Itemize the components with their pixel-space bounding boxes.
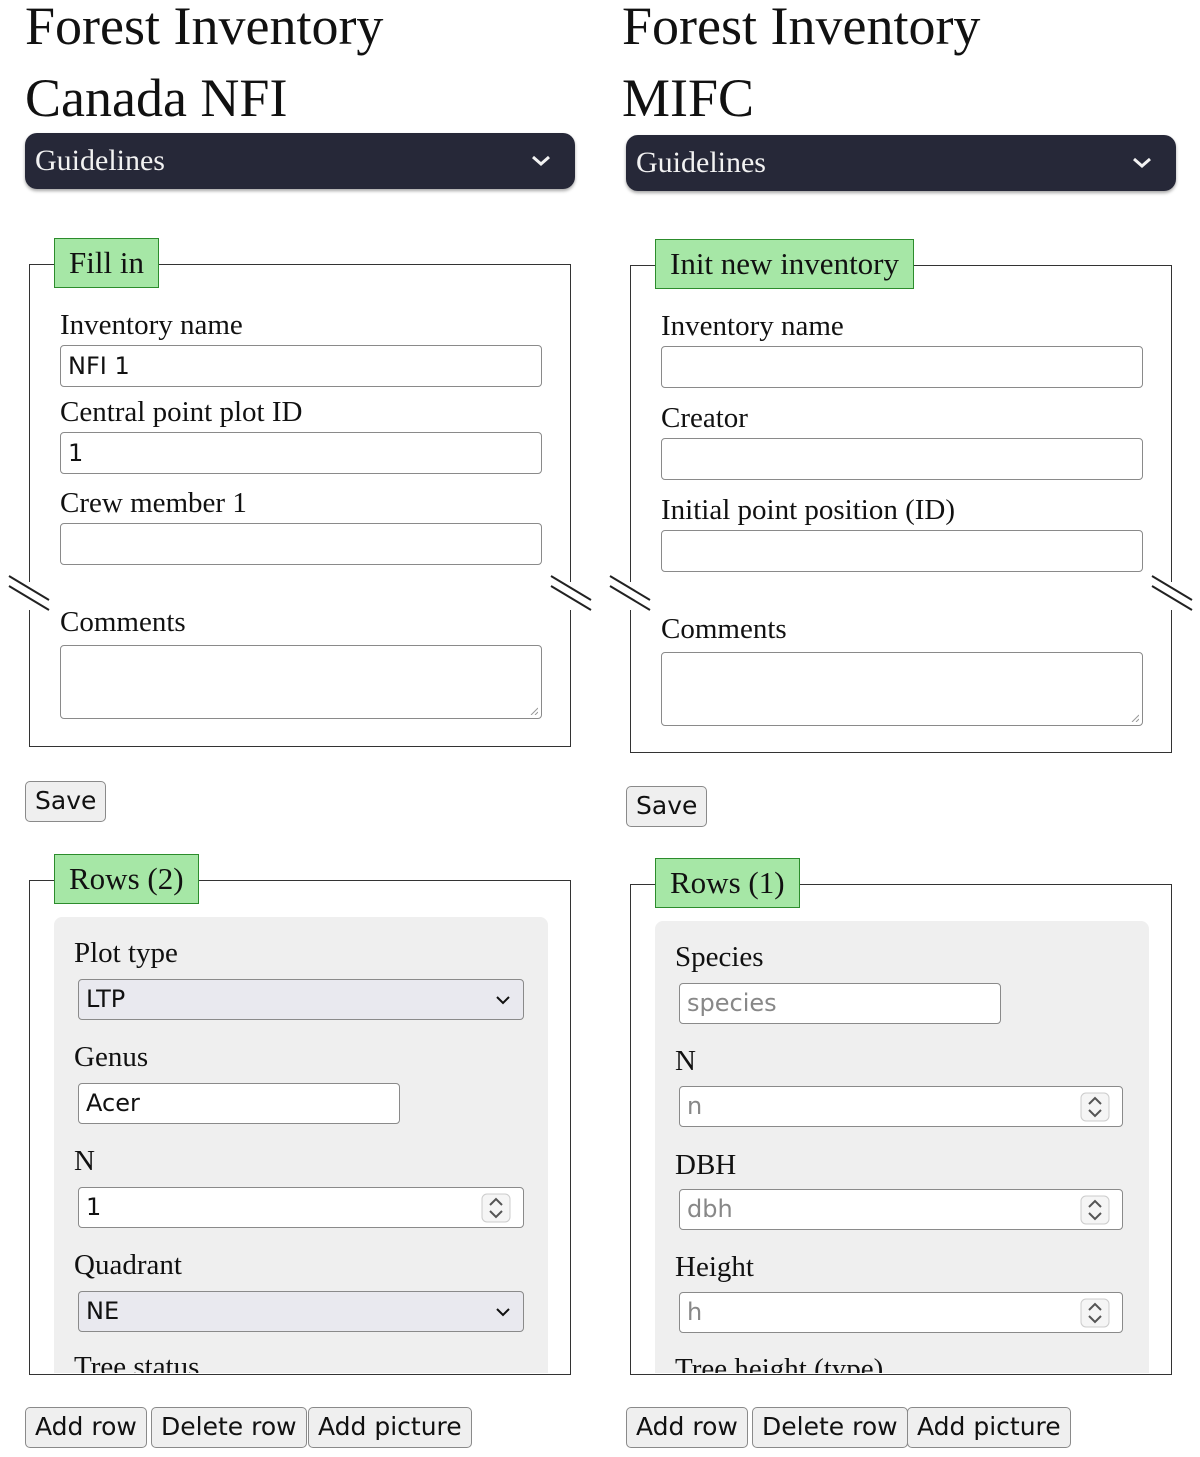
comments-label: Comments: [60, 606, 186, 638]
quadrant-label: Quadrant: [74, 1249, 182, 1281]
height-placeholder: h: [687, 1298, 703, 1326]
n-number-input[interactable]: 1: [78, 1187, 524, 1228]
dbh-label: DBH: [675, 1149, 737, 1181]
mifc-panel: Forest Inventory MIFC Guidelines Init ne…: [609, 0, 1193, 1457]
add-row-button[interactable]: Add row: [25, 1407, 147, 1448]
title-line-1: Forest Inventory: [622, 0, 981, 56]
spinner-icon[interactable]: [1080, 1092, 1110, 1122]
rows-section: Rows (2) Plot type LTP Genus Acer N 1 Qu…: [29, 854, 571, 1375]
creator-label: Creator: [661, 402, 748, 434]
guidelines-dropdown[interactable]: Guidelines: [626, 135, 1176, 191]
resize-handle-icon[interactable]: [1131, 714, 1139, 722]
break-mark-icon: [8, 575, 50, 611]
n-label: N: [675, 1045, 696, 1077]
row-card: Plot type LTP Genus Acer N 1 Quadrant NE: [54, 917, 548, 1373]
form-legend: Init new inventory: [655, 239, 915, 289]
inventory-name-label: Inventory name: [661, 310, 844, 342]
dbh-number-input[interactable]: dbh: [679, 1189, 1123, 1230]
tree-height-type-label: Tree height (type): [675, 1353, 884, 1373]
quadrant-value: NE: [86, 1297, 120, 1325]
chevron-down-icon: [496, 1308, 510, 1317]
add-picture-button[interactable]: Add picture: [907, 1407, 1071, 1448]
break-mark-icon: [1151, 575, 1193, 611]
page-title: Forest Inventory MIFC: [622, 0, 980, 134]
resize-handle-icon[interactable]: [530, 707, 538, 715]
tree-status-label: Tree status: [74, 1351, 200, 1373]
genus-label: Genus: [74, 1041, 149, 1073]
title-line-1: Forest Inventory: [25, 0, 384, 56]
n-label: N: [74, 1145, 95, 1177]
inventory-form: Fill in Inventory name NFI 1 Central poi…: [29, 238, 571, 747]
spinner-icon[interactable]: [1080, 1298, 1110, 1328]
crew-member-input[interactable]: [60, 523, 542, 565]
crew-member-label: Crew member 1: [60, 487, 247, 519]
height-label: Height: [675, 1251, 754, 1283]
break-mark-icon: [609, 575, 651, 611]
inventory-name-input[interactable]: [661, 346, 1143, 388]
plot-id-label: Central point plot ID: [60, 396, 303, 428]
plot-type-select[interactable]: LTP: [78, 979, 524, 1020]
comments-textarea[interactable]: [661, 652, 1143, 726]
spinner-icon[interactable]: [481, 1193, 511, 1223]
row-card: Species species N n DBH dbh Height h Tr: [655, 921, 1149, 1373]
add-row-button[interactable]: Add row: [626, 1407, 748, 1448]
plot-type-label: Plot type: [74, 937, 178, 969]
inventory-form: Init new inventory Inventory name Creato…: [630, 239, 1172, 753]
spinner-icon[interactable]: [1080, 1195, 1110, 1225]
comments-textarea[interactable]: [60, 645, 542, 719]
delete-row-button[interactable]: Delete row: [151, 1407, 307, 1448]
rows-legend: Rows (2): [54, 854, 199, 904]
save-button[interactable]: Save: [626, 786, 708, 827]
n-number-input[interactable]: n: [679, 1086, 1123, 1127]
add-picture-button[interactable]: Add picture: [308, 1407, 472, 1448]
chevron-down-icon: [532, 155, 550, 166]
plot-id-input[interactable]: 1: [60, 432, 542, 474]
rows-legend: Rows (1): [655, 858, 800, 908]
guidelines-label: Guidelines: [35, 144, 165, 177]
initial-point-input[interactable]: [661, 530, 1143, 572]
n-placeholder: n: [687, 1092, 703, 1120]
guidelines-label: Guidelines: [636, 146, 766, 179]
species-label: Species: [675, 941, 764, 973]
comments-label: Comments: [661, 613, 787, 645]
inventory-name-input[interactable]: NFI 1: [60, 345, 542, 387]
chevron-down-icon: [496, 996, 510, 1005]
initial-point-label: Initial point position (ID): [661, 494, 955, 526]
inventory-name-label: Inventory name: [60, 309, 243, 341]
nfi-panel: Forest Inventory Canada NFI Guidelines F…: [8, 0, 592, 1457]
delete-row-button[interactable]: Delete row: [752, 1407, 908, 1448]
guidelines-dropdown[interactable]: Guidelines: [25, 133, 575, 189]
n-value: 1: [86, 1193, 102, 1221]
title-line-2: Canada NFI: [25, 68, 288, 128]
species-input[interactable]: species: [679, 983, 1001, 1024]
rows-section: Rows (1) Species species N n DBH dbh Hei…: [630, 858, 1172, 1375]
height-number-input[interactable]: h: [679, 1292, 1123, 1333]
chevron-down-icon: [1133, 157, 1151, 168]
plot-type-value: LTP: [86, 985, 126, 1013]
form-legend: Fill in: [54, 238, 159, 288]
genus-input[interactable]: Acer: [78, 1083, 400, 1124]
page-title: Forest Inventory Canada NFI: [25, 0, 383, 134]
save-button[interactable]: Save: [25, 781, 107, 822]
dbh-placeholder: dbh: [687, 1195, 733, 1223]
title-line-2: MIFC: [622, 68, 755, 128]
break-mark-icon: [550, 575, 592, 611]
quadrant-select[interactable]: NE: [78, 1291, 524, 1332]
creator-input[interactable]: [661, 438, 1143, 480]
